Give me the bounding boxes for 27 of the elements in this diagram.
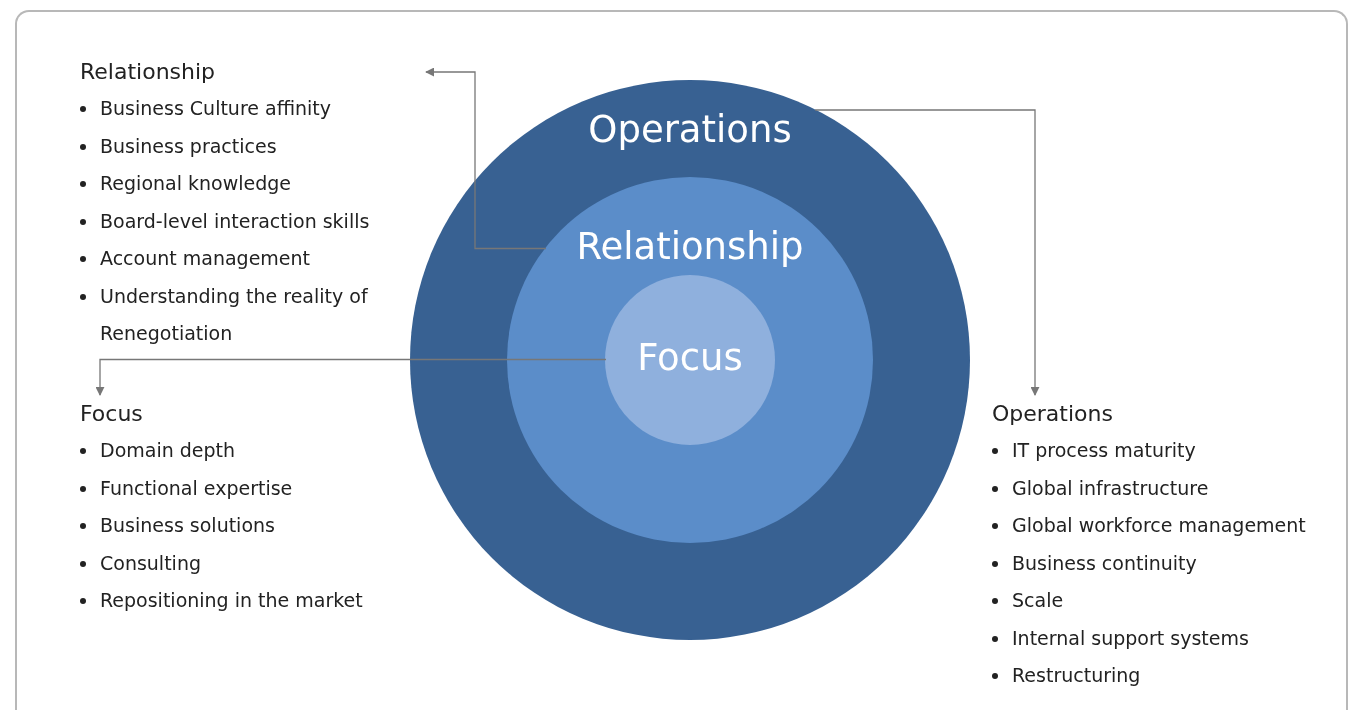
bullet-item: Domain depth bbox=[100, 438, 236, 463]
bullet-item: Board-level interaction skills bbox=[100, 208, 370, 234]
bullet-item: IT process maturity bbox=[1012, 438, 1196, 463]
bullet-item: Scale bbox=[1012, 588, 1064, 613]
arrow bbox=[95, 358, 607, 396]
bullet-item: Understanding the reality of Renegotiation bbox=[100, 283, 369, 346]
bullet-item: Global infrastructure bbox=[1012, 475, 1209, 501]
list-heading: Relationship bbox=[80, 58, 216, 86]
bullet-item: Business continuity bbox=[1012, 550, 1197, 576]
bullet-item: Consulting bbox=[100, 550, 201, 576]
bullet-item: Account management bbox=[100, 246, 311, 271]
bullet-item: Business Culture affinity bbox=[100, 96, 332, 121]
bullet-item: Global workforce management bbox=[1012, 513, 1306, 538]
arrow bbox=[814, 109, 1040, 396]
list-heading: Operations bbox=[992, 400, 1113, 428]
circle-title: Operations bbox=[588, 108, 792, 151]
bullet-item: Business practices bbox=[100, 133, 277, 159]
bullet-item: Regional knowledge bbox=[100, 171, 291, 196]
bullet-item: Business solutions bbox=[100, 513, 275, 538]
bullet-item: Repositioning in the market bbox=[100, 588, 363, 613]
circle-title: Relationship bbox=[576, 225, 804, 268]
bullet-item: Restructuring bbox=[1012, 663, 1141, 688]
bullet-item: Functional expertise bbox=[100, 475, 293, 501]
arrow bbox=[425, 67, 547, 250]
circle-title: Focus bbox=[637, 336, 743, 379]
bullet-item: Internal support systems bbox=[1012, 625, 1249, 651]
list-heading: Focus bbox=[80, 400, 143, 428]
